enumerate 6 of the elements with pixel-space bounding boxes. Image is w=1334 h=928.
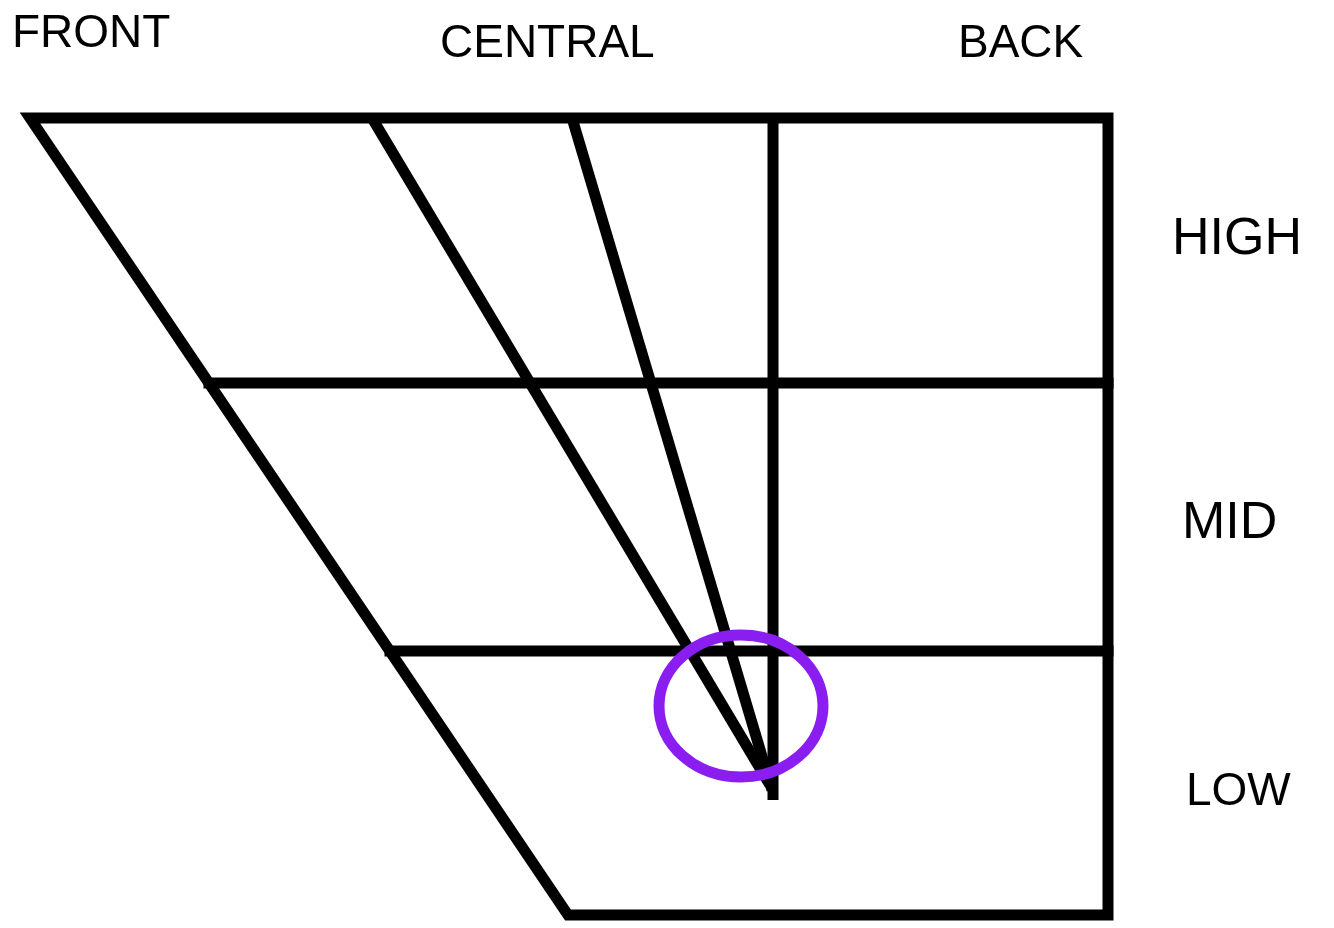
column-label: FRONT: [12, 8, 171, 54]
column-label: BACK: [958, 18, 1084, 64]
column-label: CENTRAL: [440, 18, 655, 64]
row-label: HIGH: [1172, 210, 1302, 262]
row-label: LOW: [1186, 766, 1291, 812]
row-label: MID: [1182, 494, 1278, 546]
